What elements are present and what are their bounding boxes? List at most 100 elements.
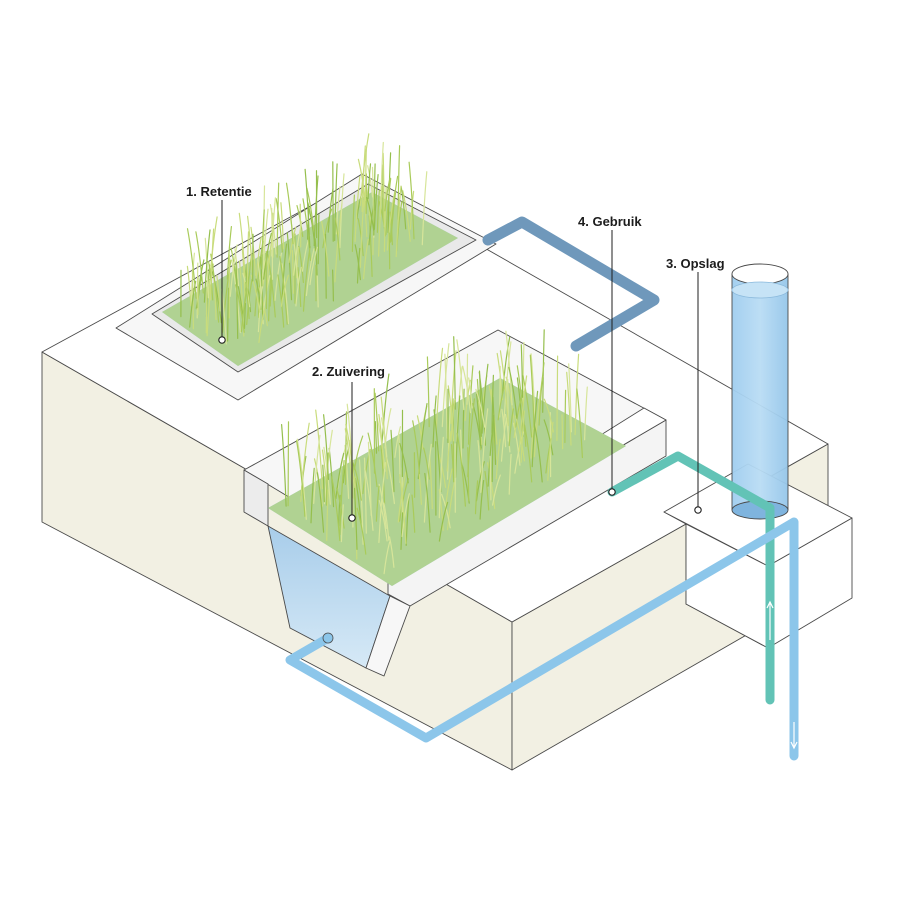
grass-blade [568,363,572,433]
storage-tank-body [732,274,788,510]
grass-blade [423,443,432,523]
grass-blade [402,190,411,242]
grass-blade [405,494,410,546]
grass-blade [352,462,362,501]
callout-dot [348,514,356,522]
grass-blade [389,175,399,244]
grass-blade [344,428,354,499]
grass-blade [285,182,294,245]
grass-blade [373,174,379,230]
grass-blade [247,215,253,273]
grass-blade [388,536,395,568]
grass-blade [383,186,387,252]
grass-blade [302,198,311,261]
grass-blade [383,541,391,575]
grass-blade [364,148,367,201]
grass-blade [258,307,266,343]
grass-blade [378,414,385,469]
grass-blade [339,460,345,536]
grass-blade [531,390,539,468]
grass-blade [400,512,404,550]
grass-blade [383,502,390,541]
grass-blade [281,243,288,304]
grass-blade [529,354,535,428]
grass-blade [421,171,428,246]
grass-blade [334,163,338,242]
grass-blade [279,255,288,325]
retention-vegetation-fill [162,192,458,366]
grass-blade [450,444,455,483]
purification-grass [281,329,588,575]
grass-blade [374,421,378,454]
grass-blade [245,281,250,320]
callout-label-opslag: 3. Opslag [666,256,725,271]
grass-blade [399,442,409,484]
grass-blade [408,161,415,240]
grass-blade [584,386,588,441]
grass-blade [476,393,482,447]
grass-blade [384,177,391,212]
grass-blade [508,366,518,419]
grass-blade [226,226,232,280]
grass-blade [524,424,533,483]
grass-blade [268,277,272,322]
callout-gebruik: 4. Gebruik [578,214,642,496]
grass-blade [374,392,380,452]
grass-blade [447,406,451,480]
grass-blade [340,504,344,543]
grass-blade [310,467,315,524]
grass-blade [468,377,473,409]
grass-blade [441,343,450,428]
grass-blade [291,250,294,294]
grass-blade [271,197,276,257]
grass-blade [368,215,373,278]
grass-blade [317,214,320,265]
grass-blade [378,483,387,530]
supply-flow-arrowhead [790,741,798,750]
retention-grass [180,133,428,345]
grass-blade [322,208,333,249]
grass-blade [466,353,469,405]
grass-blade [229,244,238,297]
grass-blade [297,267,302,308]
grass-blade [367,165,374,198]
grass-blade [235,261,239,339]
overflow-pipe [482,216,660,352]
grass-blade [576,388,583,459]
grass-blade [441,493,451,529]
grass-blade [446,430,452,472]
grass-blade [489,455,492,501]
grass-blade [281,424,287,507]
grass-blade [240,271,251,333]
storage-unit [663,263,853,649]
grass-blade [367,163,372,200]
grass-blade [332,269,334,302]
grass-blade [424,472,431,533]
grass-blade [276,182,280,258]
usage-pipe [607,451,775,705]
grass-blade [353,435,364,471]
grass-blade [508,453,512,495]
grass-blade [500,417,507,462]
grass-blade [501,408,507,448]
grass-blade [416,415,424,450]
grass-blade [203,229,211,303]
grass-blade [447,385,455,442]
grass-blade [356,247,361,284]
grass-blade [450,399,456,442]
grass-blade [492,396,497,465]
callout-zuivering: 2. Zuivering [312,364,385,522]
grass-blade [467,365,474,445]
grass-blade [390,429,395,493]
grass-blade [456,432,466,507]
filter-basin-side [365,595,411,677]
grass-blade [316,472,325,533]
grass-blade [495,438,501,480]
grass-blade [345,423,356,489]
grass-blade [446,478,456,531]
grass-blade [246,231,250,289]
grass-blade [306,187,315,232]
grass-blade [505,330,513,406]
grass-blade [205,280,208,334]
